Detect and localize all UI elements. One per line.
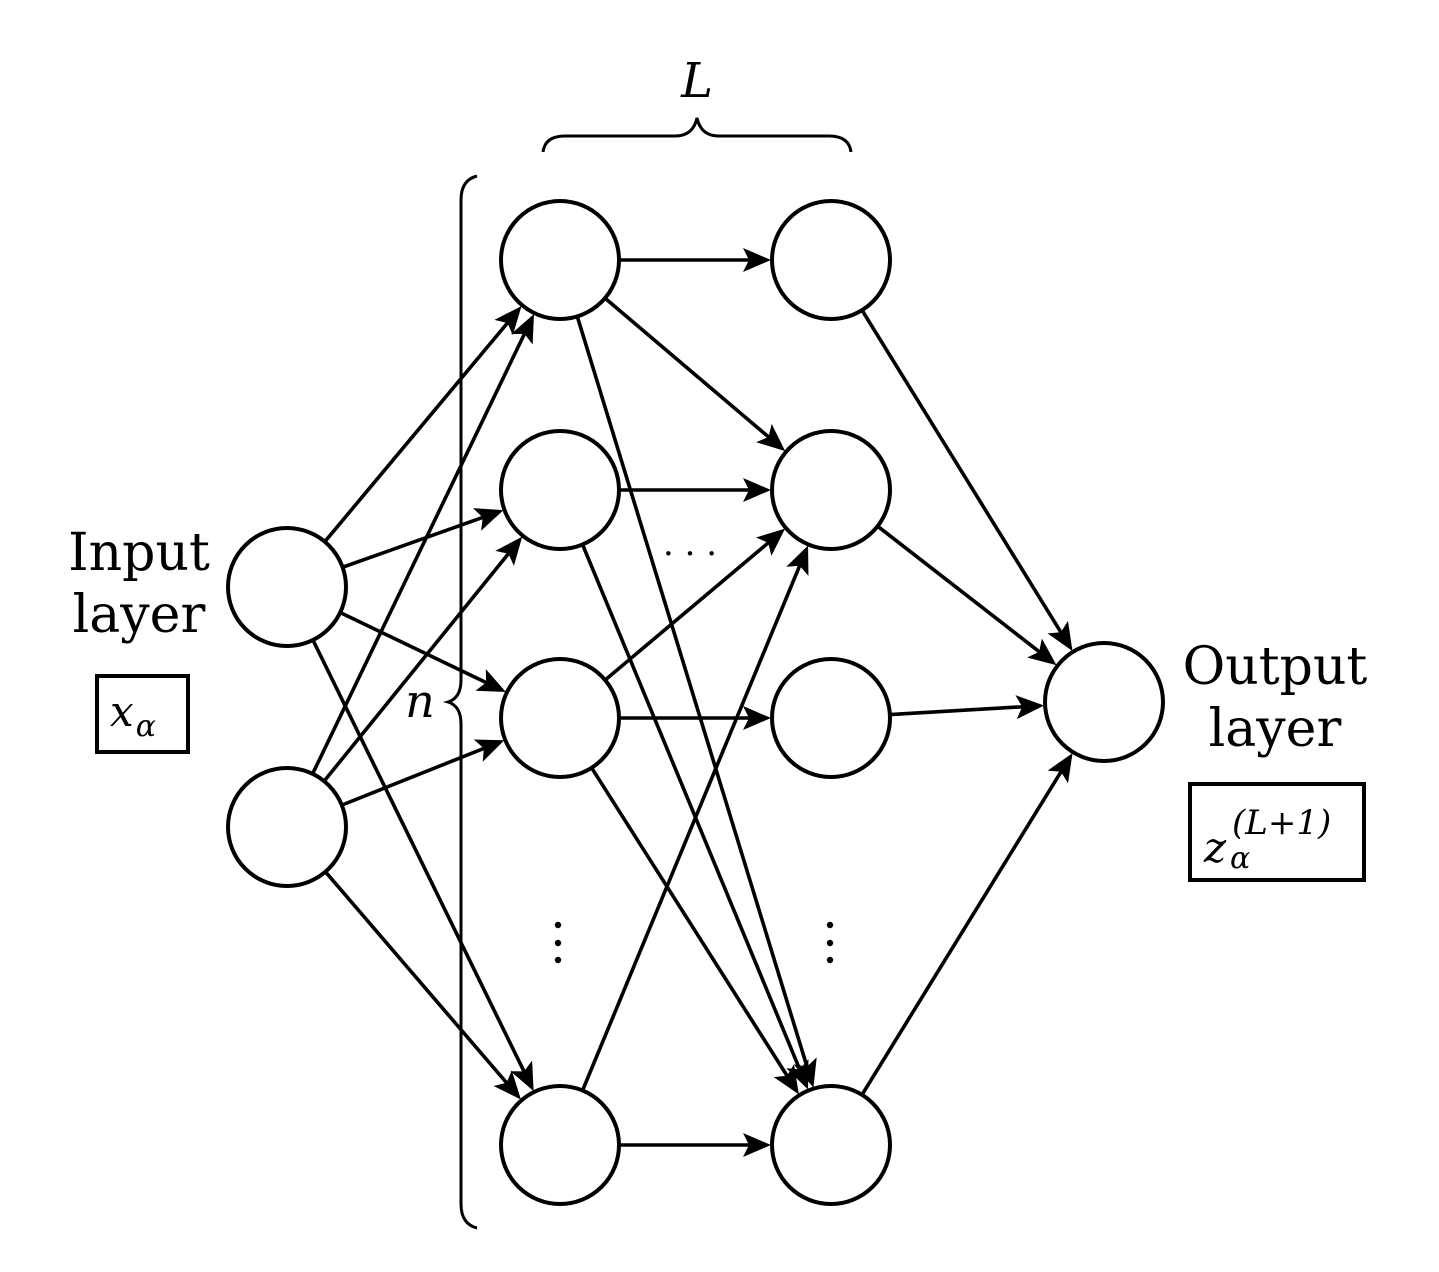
arrowhead-icon (473, 508, 504, 531)
output-layer-label-line1: Output (1183, 637, 1368, 697)
node-hidden-2-1 (770, 429, 892, 551)
vertical-ellipsis-hidden-2 (826, 921, 834, 964)
arrowhead-icon (494, 306, 522, 336)
edge-hidden-2-3-to-output-0 (860, 767, 1065, 1096)
node-hidden-1-0 (499, 199, 621, 321)
nodes-group (226, 199, 1165, 1206)
arrowhead-icon (1047, 753, 1073, 784)
edge-input-0-to-hidden-1-3 (311, 639, 528, 1076)
edge-hidden-1-3-to-hidden-2-1 (580, 561, 803, 1092)
width-brace (442, 174, 478, 1230)
arrowhead-icon (786, 1059, 809, 1090)
edge-hidden-1-1-to-hidden-2-3 (580, 543, 803, 1074)
edge-hidden-2-0-to-output-0 (860, 309, 1065, 637)
edge-input-0-to-hidden-1-2 (339, 610, 491, 686)
edges-group (310, 248, 1073, 1157)
arrowhead-icon (743, 1133, 771, 1157)
arrowhead-icon (755, 528, 786, 556)
output-symbol-sub: α (1230, 841, 1250, 876)
arrowhead-icon (510, 1060, 534, 1092)
depth-brace (541, 117, 853, 153)
node-hidden-2-3 (770, 1084, 892, 1206)
input-layer-label-line1: Input (68, 523, 210, 583)
edge-input-1-to-hidden-1-0 (310, 329, 528, 775)
input-symbol: xα (110, 687, 156, 744)
node-input-0 (226, 526, 348, 648)
input-symbol-box (95, 674, 190, 754)
node-output-0 (1043, 641, 1165, 763)
output-symbol-box (1188, 782, 1366, 882)
arrowhead-icon (475, 669, 506, 693)
arrowhead-icon (743, 478, 771, 502)
output-layer-label-line2: layer (1209, 699, 1342, 759)
node-hidden-2-0 (770, 199, 892, 321)
edge-input-1-to-hidden-1-1 (322, 549, 513, 783)
arrowhead-icon (473, 739, 505, 762)
edge-hidden-2-1-to-output-0 (876, 524, 1044, 656)
depth-label: L (680, 53, 713, 109)
width-label: n (405, 674, 435, 728)
node-hidden-2-2 (770, 657, 892, 779)
edge-input-1-to-hidden-1-3 (324, 870, 511, 1087)
horizontal-ellipsis: · · · (663, 534, 717, 574)
node-hidden-1-2 (499, 657, 621, 779)
arrowhead-icon (773, 1064, 799, 1095)
input-layer-label-line2: layer (73, 585, 206, 645)
arrowhead-icon (1027, 638, 1057, 666)
arrowhead-icon (511, 314, 534, 345)
arrowhead-icon (1047, 620, 1073, 651)
edge-hidden-1-2-to-hidden-2-1 (603, 538, 773, 682)
edge-hidden-1-0-to-hidden-2-3 (575, 315, 810, 1071)
node-hidden-1-3 (499, 1084, 621, 1206)
arrowhead-icon (756, 423, 786, 452)
edge-input-0-to-hidden-1-0 (323, 318, 512, 543)
arrowhead-icon (743, 706, 771, 730)
vertical-ellipsis-hidden-1 (554, 921, 562, 964)
node-input-1 (226, 766, 348, 888)
output-symbol-base: z (1203, 823, 1227, 872)
edge-input-1-to-hidden-1-2 (341, 745, 489, 807)
arrowhead-icon (743, 248, 771, 272)
edge-hidden-2-2-to-output-0 (889, 704, 1027, 717)
edge-hidden-1-0-to-hidden-2-1 (603, 296, 773, 441)
edge-input-0-to-hidden-1-1 (341, 514, 488, 569)
output-symbol-sup: (L+1) (1232, 803, 1331, 843)
edge-hidden-1-2-to-hidden-2-3 (590, 766, 791, 1081)
arrowhead-icon (1015, 695, 1045, 720)
arrowhead-icon (786, 545, 809, 576)
arrowhead-icon (495, 536, 523, 566)
node-hidden-1-1 (499, 429, 621, 551)
arrowhead-icon (493, 1070, 521, 1100)
